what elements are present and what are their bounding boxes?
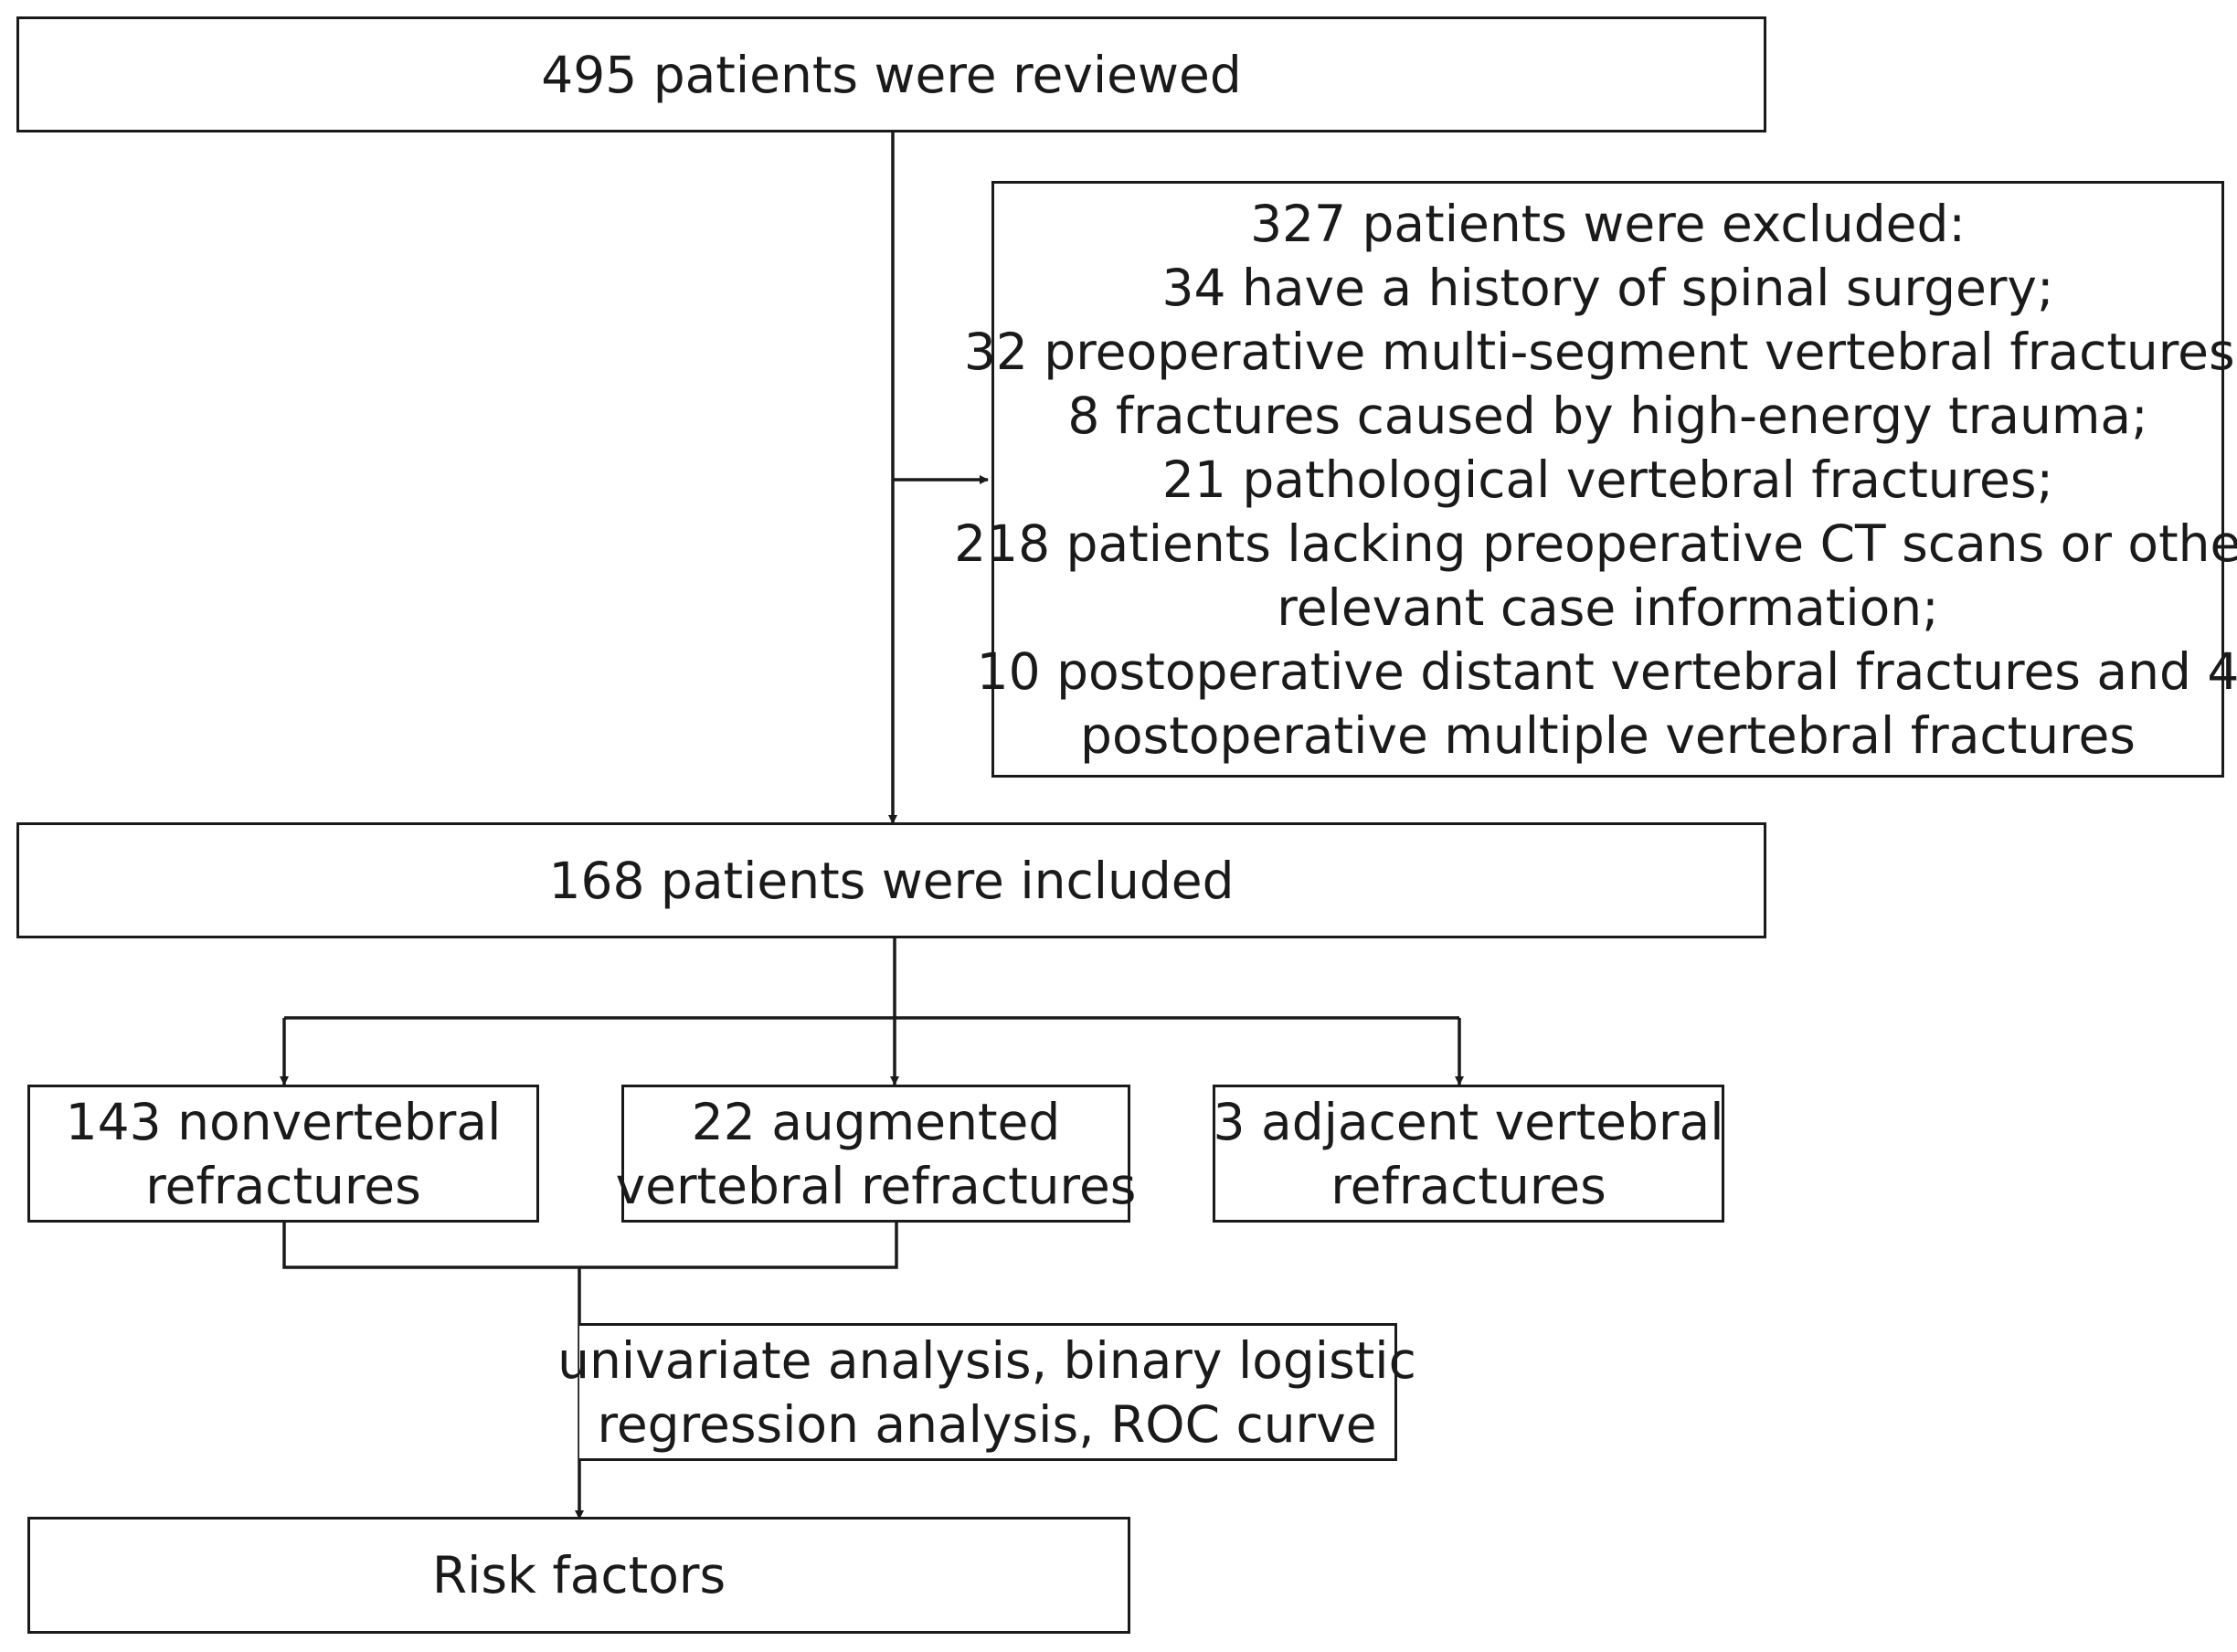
excluded-line: 32 preoperative multi-segment vertebral …: [963, 322, 2237, 381]
analysis-box: univariate analysis, binary logistic reg…: [557, 1323, 1416, 1461]
reviewed-text: 495 patients were reviewed: [541, 45, 1242, 104]
group-label-line: refractures: [1331, 1156, 1606, 1215]
excluded-line: 21 pathological vertebral fractures;: [1161, 450, 2054, 509]
reviewed-box: 495 patients were reviewed: [16, 16, 1766, 132]
analysis-line: regression analysis, ROC curve: [597, 1394, 1377, 1454]
risk-factors-text: Risk factors: [431, 1546, 726, 1604]
excluded-line: 10 postoperative distant vertebral fract…: [976, 641, 2237, 701]
excluded-line: relevant case information;: [1277, 577, 1939, 637]
group-label-line: 22 augmented: [691, 1092, 1061, 1151]
group-label-line: 143 nonvertebral: [65, 1092, 502, 1151]
excluded-box: 327 patients were excluded: 34 have a hi…: [954, 181, 2237, 778]
excluded-line: 327 patients were excluded:: [1250, 194, 1966, 253]
included-box: 168 patients were included: [16, 822, 1766, 938]
group-box-nonvertebral: 143 nonvertebral refractures: [27, 1085, 539, 1223]
excluded-line: 8 fractures caused by high-energy trauma…: [1067, 386, 2148, 445]
group-box-adjacent: 3 adjacent vertebral refractures: [1213, 1085, 1724, 1223]
group-label-line: 3 adjacent vertebral: [1213, 1092, 1724, 1151]
excluded-line: postoperative multiple vertebral fractur…: [1080, 705, 2136, 765]
included-text: 168 patients were included: [548, 851, 1235, 910]
risk-factors-box: Risk factors: [27, 1517, 1130, 1634]
group-label-line: refractures: [145, 1156, 421, 1215]
excluded-line: 34 have a history of spinal surgery;: [1161, 258, 2054, 317]
group-label-line: vertebral refractures: [615, 1156, 1137, 1215]
group-box-augmented: 22 augmented vertebral refractures: [616, 1085, 1136, 1223]
connector-groups-merge: [282, 1223, 898, 1269]
excluded-line: 218 patients lacking preoperative CT sca…: [954, 514, 2237, 573]
analysis-line: univariate analysis, binary logistic: [557, 1330, 1416, 1390]
